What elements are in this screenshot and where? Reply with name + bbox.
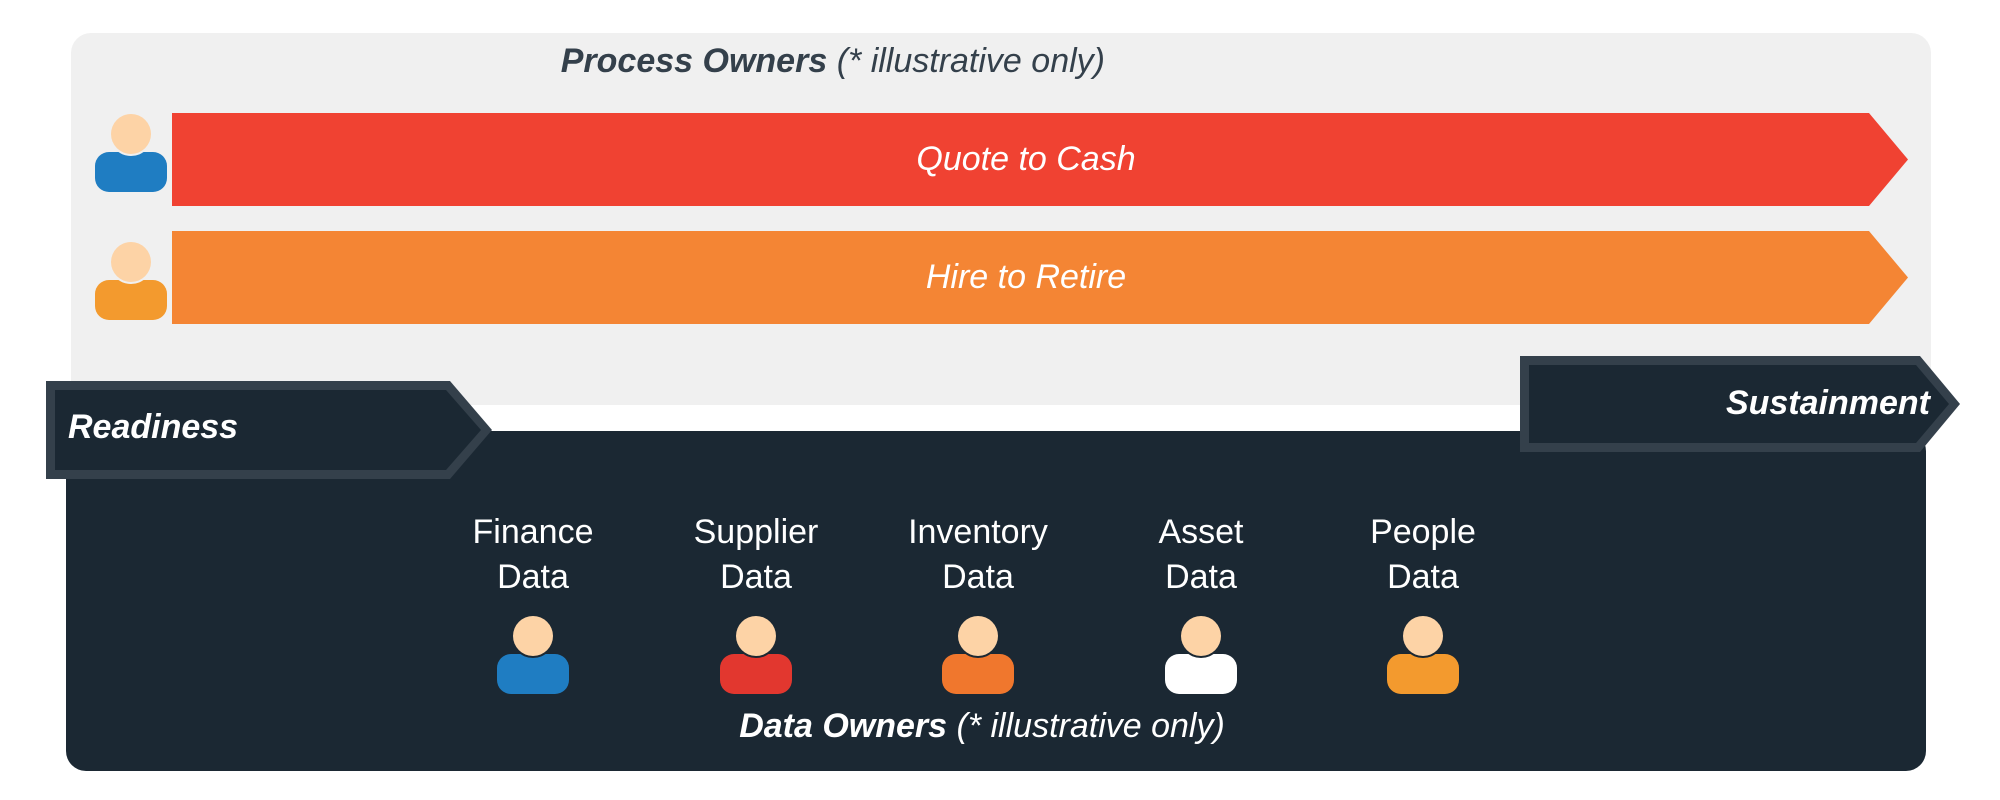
data-owners-title-bold: Data Owners: [739, 707, 948, 745]
data-owner-person-icon-asset: [1165, 614, 1237, 694]
person-body: [95, 152, 167, 192]
process-arrow-quote-to-cash: Quote to Cash: [172, 113, 1908, 206]
data-owner-label-people: People Data: [1333, 510, 1513, 600]
data-owner-label-line2: Data: [720, 558, 792, 596]
readiness-label: Readiness: [68, 408, 239, 446]
data-owner-label-line1: Asset: [1158, 513, 1244, 551]
person-head: [111, 114, 151, 154]
person-body: [95, 280, 167, 320]
data-owner-label-line1: People: [1370, 513, 1476, 551]
process-owners-title-bold: Process Owners: [560, 42, 828, 80]
data-owner-person-icon-inventory: [942, 614, 1014, 694]
data-owners-title-note: (* illustrative only): [956, 707, 1225, 745]
data-owner-label-finance: Finance Data: [443, 510, 623, 600]
data-owner-label-line2: Data: [942, 558, 1014, 596]
process-arrow-hire-to-retire: Hire to Retire: [172, 231, 1908, 324]
process-label-hire-to-retire: Hire to Retire: [925, 258, 1127, 296]
data-owner-label-line2: Data: [1165, 558, 1237, 596]
data-owner-label-supplier: Supplier Data: [666, 510, 846, 600]
data-owners-title: Data Owners (* illustrative only): [482, 707, 1482, 746]
person-head: [111, 242, 151, 282]
process-owner-person-icon-hire-to-retire: [95, 240, 167, 320]
data-owner-label-line2: Data: [1387, 558, 1459, 596]
data-owner-label-line2: Data: [497, 558, 569, 596]
data-owner-person-icon-supplier: [720, 614, 792, 694]
process-owners-title-note: (* illustrative only): [836, 42, 1105, 80]
data-owner-person-icon-people: [1387, 614, 1459, 694]
data-owners-panel: [66, 431, 1926, 771]
data-owner-label-inventory: Inventory Data: [888, 510, 1068, 600]
data-owner-label-line1: Finance: [472, 513, 594, 551]
data-owner-label-line1: Supplier: [693, 513, 819, 551]
data-owner-label-line1: Inventory: [908, 513, 1048, 551]
data-owner-person-icon-finance: [497, 614, 569, 694]
process-owners-title: Process Owners (* illustrative only): [0, 42, 1105, 81]
sustainment-label: Sustainment: [1725, 384, 1930, 422]
data-owner-label-asset: Asset Data: [1111, 510, 1291, 600]
process-owners-panel: [71, 33, 1931, 405]
process-label-quote-to-cash: Quote to Cash: [916, 140, 1136, 178]
readiness-phase-arrow: [46, 381, 492, 479]
process-owner-person-icon-quote-to-cash: [95, 112, 167, 192]
sustainment-phase-arrow: [1520, 356, 1960, 452]
